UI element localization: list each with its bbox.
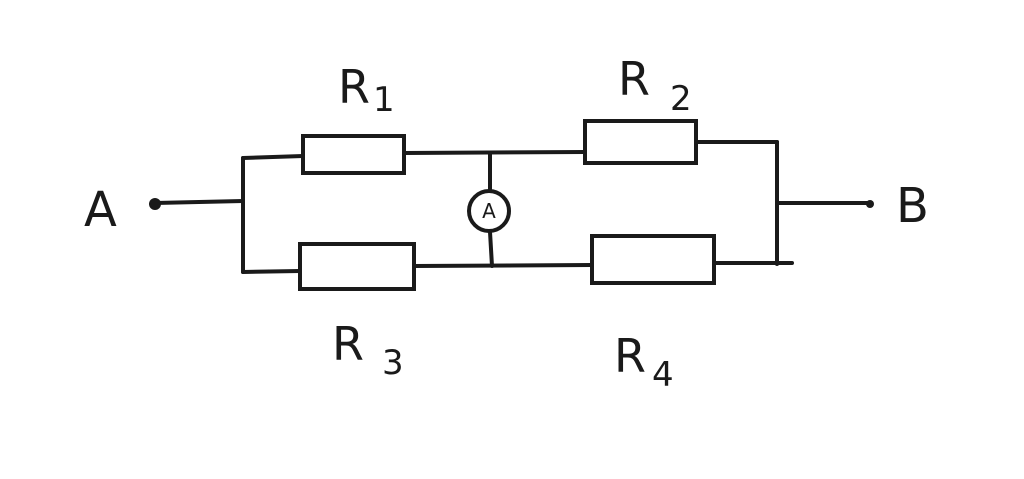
top-left-wire: [241, 154, 305, 160]
lead-a-wire: [153, 199, 245, 205]
label-r1-index: 1: [373, 80, 395, 120]
ammeter-label: A: [482, 199, 496, 223]
resistor-r4: [590, 234, 716, 285]
label-r1: R1: [338, 60, 395, 120]
ammeter-icon: A: [467, 189, 511, 233]
bottom-left-wire: [241, 269, 302, 274]
label-r1-letter: R: [338, 60, 370, 114]
label-r4-letter: R: [614, 329, 646, 383]
top-middle-wire: [402, 150, 587, 155]
label-r3-index: 3: [382, 343, 404, 383]
terminal-b: [866, 200, 874, 208]
label-r4-index: 4: [652, 355, 674, 395]
resistor-r1: [301, 134, 406, 175]
ammeter-bottom-wire: [488, 230, 494, 268]
node-b-label: B: [896, 178, 929, 234]
bottom-middle-wire: [412, 263, 594, 268]
resistor-r2: [583, 119, 698, 165]
node-a-label: A: [84, 182, 117, 238]
resistor-r3: [298, 242, 416, 291]
label-r3-letter: R: [332, 317, 364, 371]
label-r2-letter: R: [618, 52, 650, 106]
label-r2-index: 2: [670, 79, 692, 119]
